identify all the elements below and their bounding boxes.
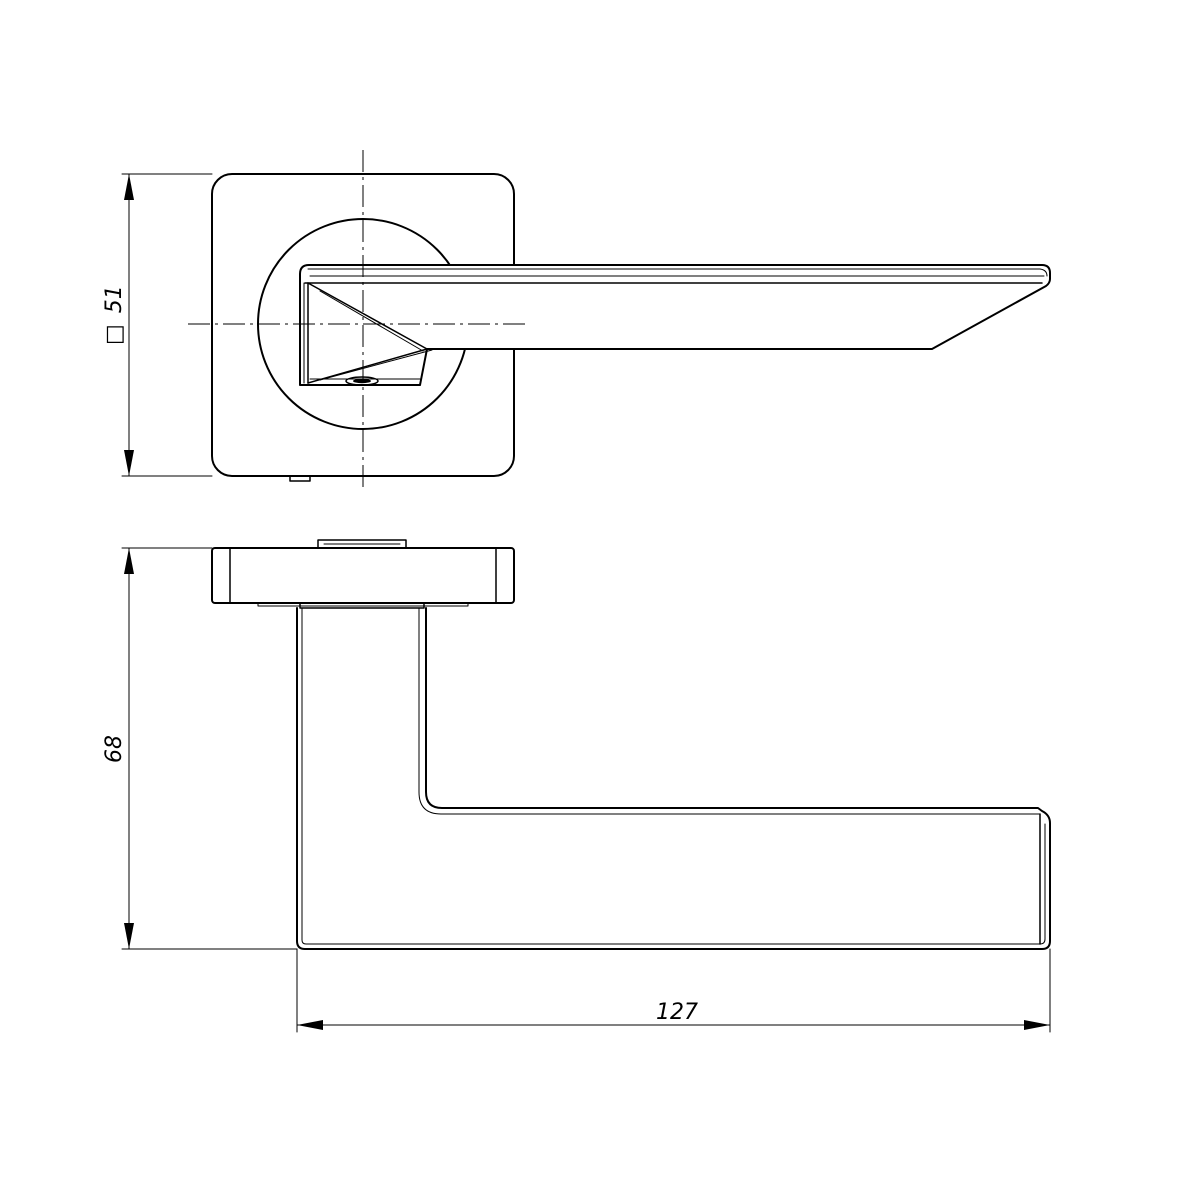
front-view: □ 51 xyxy=(102,150,1051,490)
dimension-length-label: 127 xyxy=(656,1000,698,1025)
set-screw-hole xyxy=(345,376,379,386)
spindle-cap xyxy=(317,539,407,549)
rosette-side xyxy=(211,547,515,604)
lever-body-side xyxy=(296,607,1051,950)
side-view: 68 127 xyxy=(102,539,1051,1033)
dimension-rosette-label: □ 51 xyxy=(102,285,127,345)
dimension-rosette-value: 51 xyxy=(102,285,127,313)
square-symbol: □ xyxy=(102,324,127,345)
dimension-height-label: 68 xyxy=(102,735,127,763)
plate-screw xyxy=(289,475,311,482)
lever-body-front xyxy=(299,264,1051,386)
